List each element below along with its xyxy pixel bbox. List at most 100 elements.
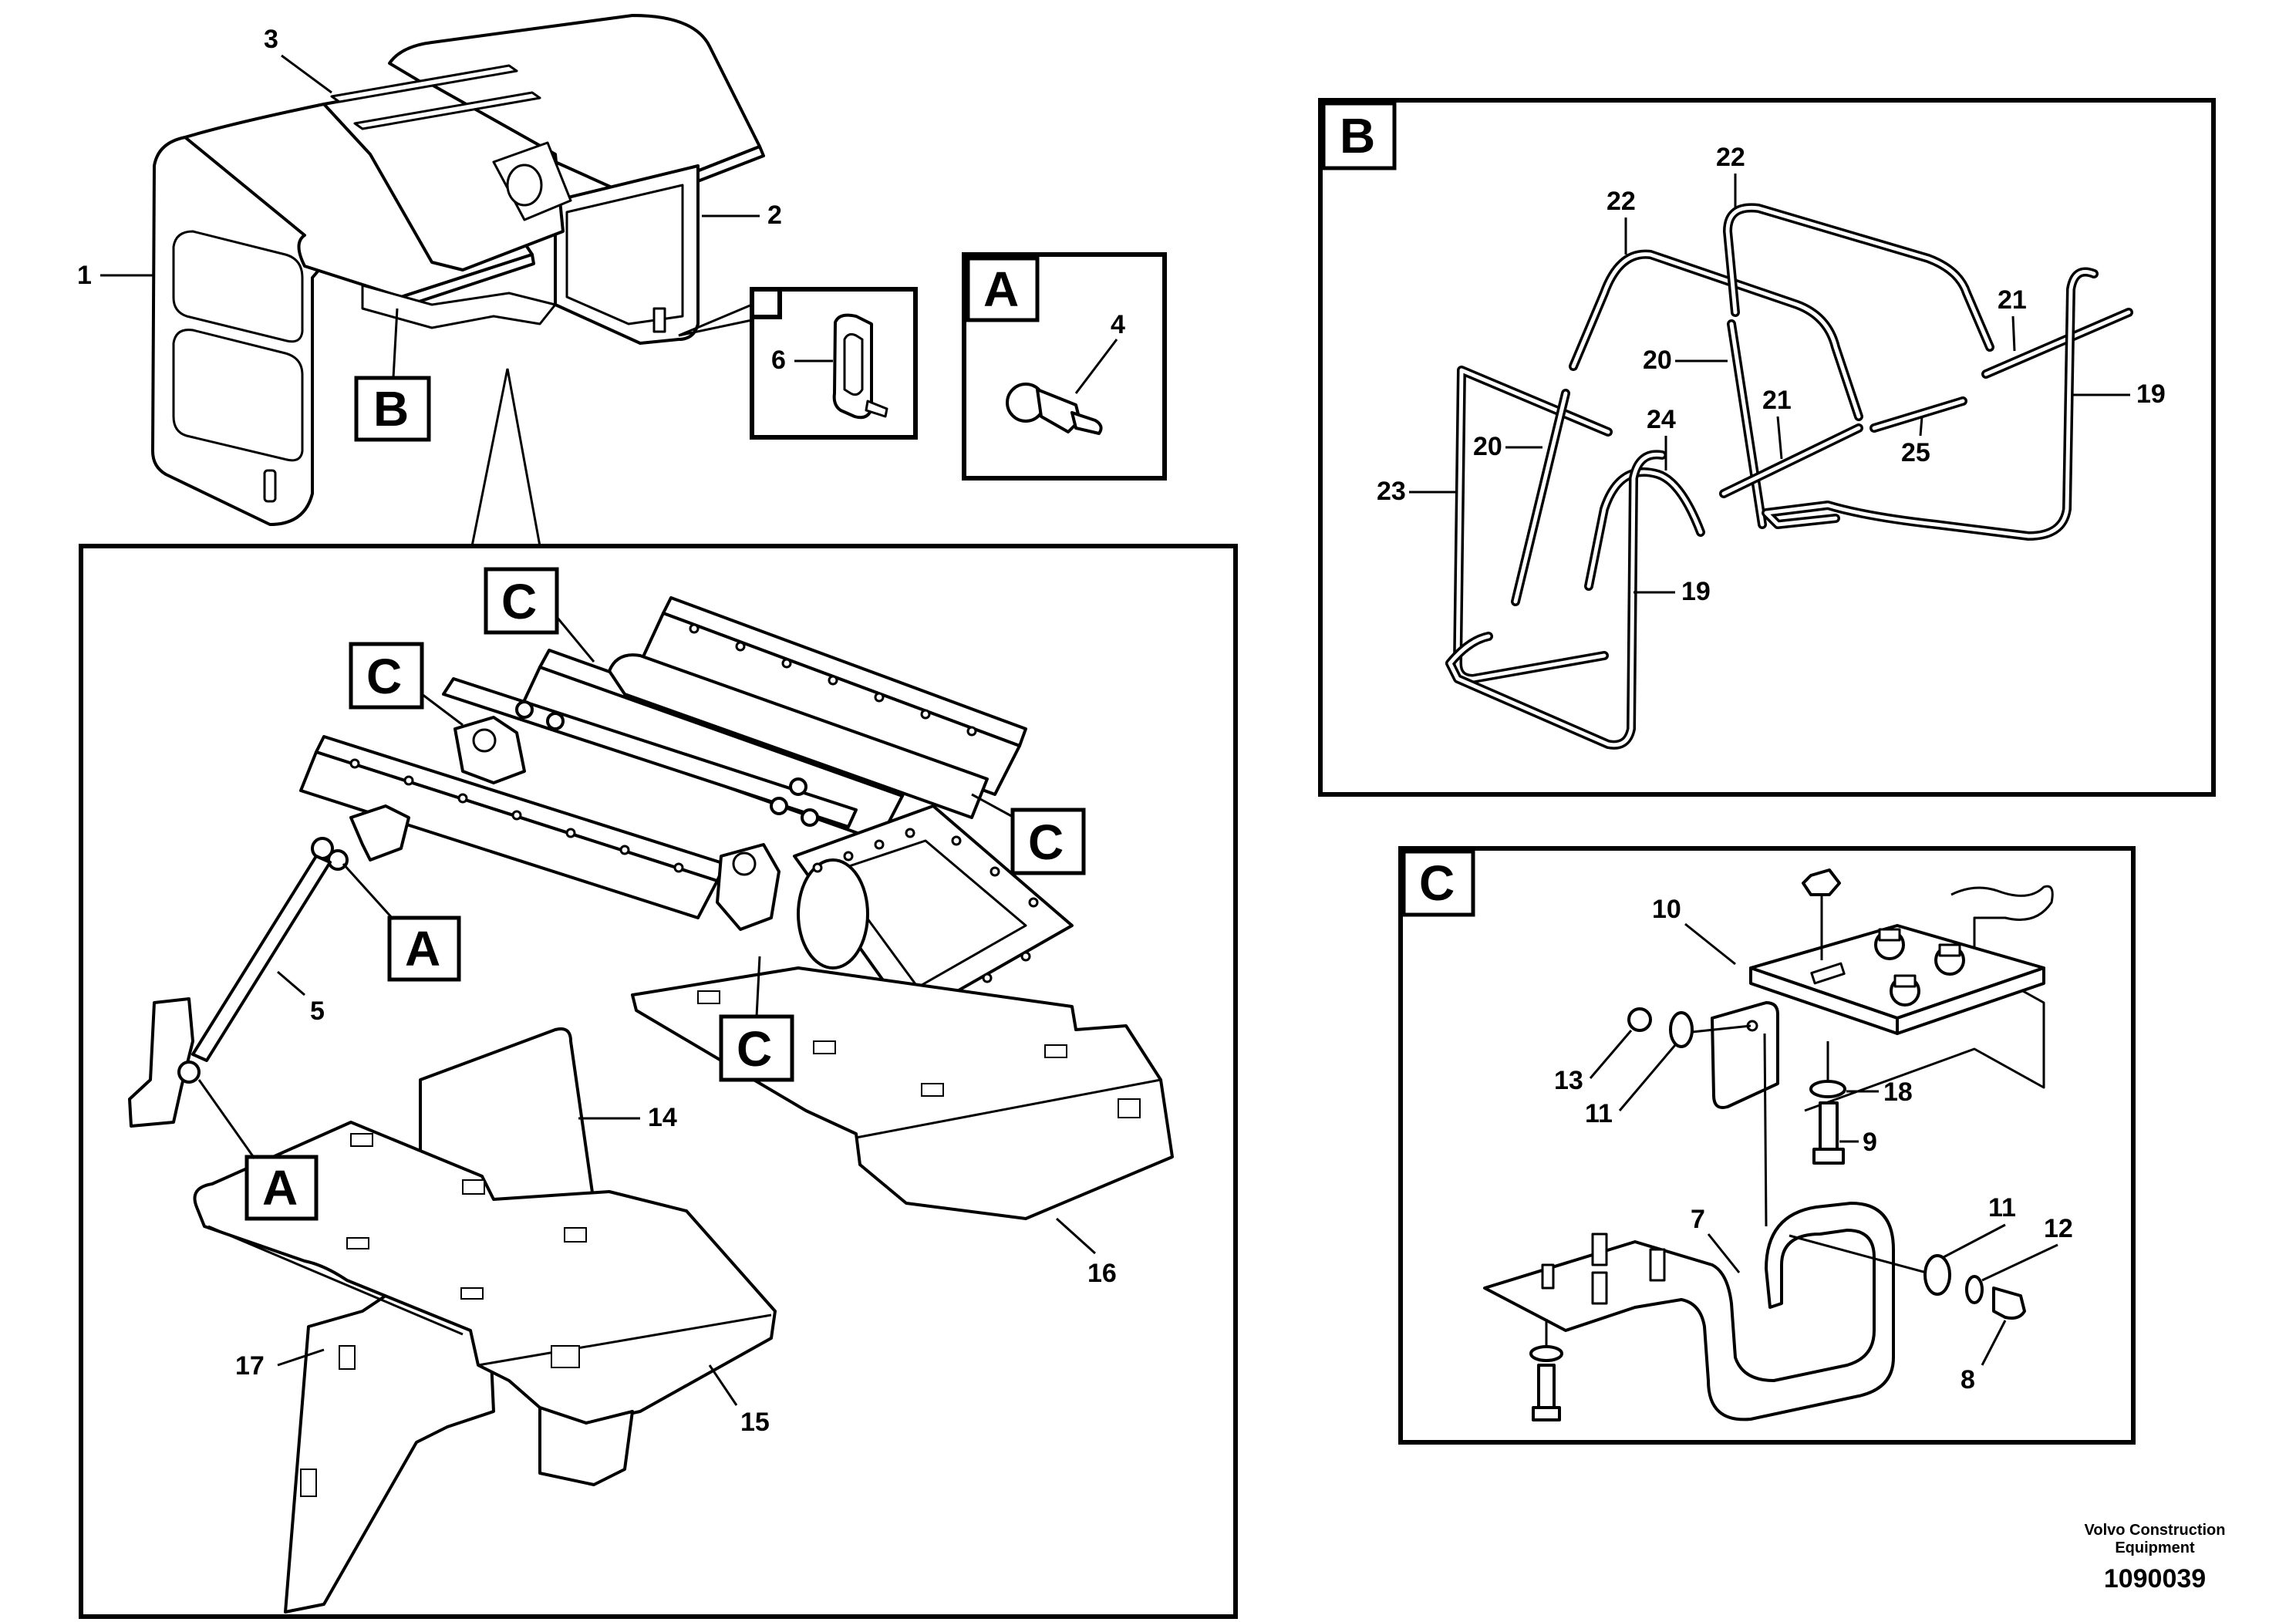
callout-11-upper: 11 bbox=[1585, 1099, 1613, 1128]
callout-15: 15 bbox=[740, 1408, 770, 1437]
main-tag-C2: C bbox=[366, 649, 402, 704]
ball-stud-body bbox=[1036, 388, 1081, 433]
main-tag-A1-box bbox=[387, 916, 461, 982]
seal-22-right bbox=[1723, 203, 1994, 352]
part-6-box-tab bbox=[750, 287, 782, 319]
detail-A-tag-box bbox=[966, 256, 1040, 322]
main-tag-C4-box bbox=[719, 1014, 794, 1082]
callout-5: 5 bbox=[310, 996, 325, 1026]
callout-14: 14 bbox=[648, 1103, 677, 1132]
overview-tag-B: B bbox=[373, 381, 409, 437]
callout-19-left: 19 bbox=[1681, 577, 1711, 606]
callout-24: 24 bbox=[1647, 405, 1676, 434]
gas-strut bbox=[191, 855, 332, 1062]
callout-23: 23 bbox=[1377, 477, 1406, 506]
main-box bbox=[79, 544, 1238, 1619]
main-tag-C3: C bbox=[1028, 814, 1064, 870]
seal-24 bbox=[1584, 467, 1705, 591]
left-panel-handle bbox=[263, 469, 277, 503]
bolt-9 bbox=[1819, 1101, 1839, 1151]
latch-slot bbox=[843, 332, 864, 396]
main-assembly: 5 14 16 17 15 C C C C A A bbox=[79, 544, 1238, 1619]
detail-B-tag-box bbox=[1321, 101, 1397, 170]
callout-2: 2 bbox=[767, 201, 782, 230]
detail-C-tag-box bbox=[1401, 849, 1475, 917]
panel-15-table bbox=[193, 1121, 777, 1425]
plate-nuts bbox=[1874, 928, 1965, 1007]
washer-18 bbox=[1809, 1080, 1846, 1098]
center-frame bbox=[322, 83, 565, 271]
main-tag-C2-box bbox=[349, 642, 424, 710]
detail-C-tag: C bbox=[1419, 855, 1455, 911]
footer-company-line1: Volvo Construction bbox=[2085, 1522, 2226, 1539]
panel-16-labels bbox=[697, 990, 1141, 1118]
overview-callouts: 1 2 3 bbox=[77, 25, 782, 290]
washer-12 bbox=[1965, 1275, 1984, 1304]
bolt-8 bbox=[1992, 1286, 2026, 1320]
callout-6: 6 bbox=[771, 346, 786, 375]
washer-11-upper bbox=[1669, 1011, 1694, 1048]
callout-18: 18 bbox=[1883, 1077, 1913, 1107]
main-tag-C4: C bbox=[737, 1021, 772, 1077]
callout-19-right: 19 bbox=[2136, 379, 2166, 409]
center-intake-opening bbox=[506, 164, 543, 207]
callout-9: 9 bbox=[1863, 1128, 1877, 1157]
rail-holes bbox=[349, 623, 977, 873]
callout-8: 8 bbox=[1961, 1365, 1975, 1394]
callout-17: 17 bbox=[235, 1351, 265, 1381]
callout-20-left: 20 bbox=[1473, 432, 1502, 461]
plate-slot bbox=[1810, 962, 1846, 985]
main-tag-C1: C bbox=[501, 574, 537, 629]
detail-B-tag: B bbox=[1340, 108, 1375, 164]
callout-20-right: 20 bbox=[1643, 346, 1672, 375]
callout-10: 10 bbox=[1652, 895, 1681, 924]
intake-pipe bbox=[797, 858, 869, 969]
main-tag-A1: A bbox=[405, 921, 440, 976]
part-6-pointer bbox=[678, 303, 753, 337]
detail-A: A 4 bbox=[962, 252, 1167, 481]
callout-11-lower: 11 bbox=[1988, 1193, 2016, 1222]
gas-strut-bracket bbox=[349, 804, 410, 862]
panel-15-labels bbox=[300, 1133, 587, 1497]
right-top-lid bbox=[388, 14, 761, 198]
detail-C: C bbox=[1398, 846, 2136, 1445]
overview-hood-assembly bbox=[151, 14, 765, 526]
latch-pin bbox=[865, 400, 888, 418]
callout-21-middle: 21 bbox=[1762, 386, 1792, 415]
main-tag-A2-box bbox=[244, 1155, 319, 1221]
callout-1: 1 bbox=[77, 261, 92, 290]
callout-22-left: 22 bbox=[1607, 187, 1636, 216]
footer: Volvo Construction Equipment 1090039 bbox=[2085, 1522, 2226, 1593]
detail-A-tag: A bbox=[983, 261, 1019, 317]
detail-C-box bbox=[1398, 846, 2136, 1445]
rail-nuts bbox=[515, 700, 819, 827]
callout-13: 13 bbox=[1554, 1066, 1583, 1095]
main-box-pointer bbox=[470, 368, 541, 547]
footer-company-line2: Equipment bbox=[2115, 1539, 2195, 1556]
rail-front-upper bbox=[442, 677, 858, 828]
overview-tag-B-box bbox=[354, 376, 431, 442]
callout-3: 3 bbox=[264, 25, 278, 54]
callout-25: 25 bbox=[1901, 438, 1930, 467]
lower-bracket bbox=[1483, 1202, 1895, 1421]
callout-22-right: 22 bbox=[1716, 143, 1745, 172]
callout-21-right: 21 bbox=[1998, 285, 2027, 315]
side-plate bbox=[1711, 1001, 1779, 1109]
main-tag-A2: A bbox=[262, 1160, 298, 1216]
under-frame bbox=[361, 284, 557, 329]
top-rail-rear bbox=[353, 91, 541, 130]
callout-16: 16 bbox=[1087, 1259, 1117, 1288]
frame-rails bbox=[299, 596, 1027, 919]
part-6-box bbox=[750, 287, 918, 440]
main-tag-C3-box bbox=[1010, 808, 1086, 875]
ball-stud-thread bbox=[1070, 411, 1103, 435]
lock-mark bbox=[652, 307, 666, 333]
intake-funnel-inner bbox=[831, 839, 1027, 989]
left-panel-window-lower bbox=[172, 329, 304, 462]
part-6-detail: 6 bbox=[678, 287, 918, 440]
detail-B-box bbox=[1318, 98, 2216, 797]
callout-12: 12 bbox=[2044, 1214, 2073, 1243]
callout-4: 4 bbox=[1111, 310, 1125, 339]
washer-11-lower bbox=[1923, 1254, 1951, 1296]
detail-B: B 22 22 bbox=[1318, 98, 2216, 797]
